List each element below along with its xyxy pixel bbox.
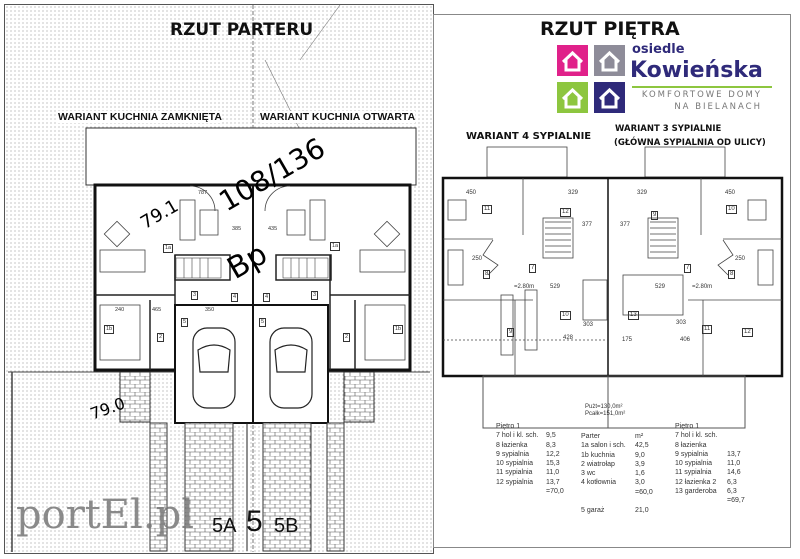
variant-3-bedrooms-note: (GŁÓWNA SYPIALNIA OD ULICY)	[614, 138, 766, 148]
paving	[262, 422, 312, 552]
logo-line2: Kowieńska	[630, 58, 763, 83]
osiedle-kowienska-logo: osiedle Kowieńska KOMFORTOWE DOMY NA BIE…	[557, 42, 772, 120]
unit-label-5: 5	[246, 505, 263, 538]
variant-closed-kitchen: WARIANT KUCHNIA ZAMKNIĘTA	[58, 111, 222, 123]
house-tiles-icon	[557, 45, 625, 113]
furniture	[99, 185, 406, 361]
paving	[326, 422, 345, 552]
paving	[343, 371, 375, 423]
ground-floor-title: RZUT PARTERU	[170, 20, 314, 40]
guide-line	[299, 4, 341, 61]
logo-tagline2: NA BIELANACH	[674, 102, 762, 112]
ground-floor-plan	[8, 4, 430, 552]
variant-3-bedrooms: WARIANT 3 SYPIALNIE	[615, 124, 722, 134]
stairs	[175, 257, 329, 279]
car-icon	[192, 327, 236, 409]
paving	[119, 371, 151, 423]
area-table-floor1-b: Piętro 1 7 hol i kl. sch. 8 łazienka 9 s…	[675, 423, 745, 505]
upper-floor-title: RZUT PIĘTRA	[540, 18, 680, 40]
logo-line1: osiedle	[632, 42, 685, 57]
paving	[184, 422, 234, 552]
usable-area: Pużt=130,0m²	[585, 404, 623, 410]
variant-4-bedrooms: WARIANT 4 SYPIALNIE	[466, 131, 592, 142]
variant-open-kitchen: WARIANT KUCHNIA OTWARTA	[260, 111, 416, 123]
area-summary: Pużt=130,0m² Pcałk=151,0m²	[585, 404, 625, 418]
logo-tagline1: KOMFORTOWE DOMY	[641, 90, 762, 100]
unit-label-5a: 5A	[212, 515, 237, 537]
car-icon	[269, 327, 313, 409]
upper-floor-plan	[441, 146, 784, 429]
logo-divider	[632, 86, 772, 88]
unit-label-5b: 5B	[274, 515, 299, 537]
total-area: Pcałk=151,0m²	[585, 411, 626, 417]
terrace	[85, 127, 417, 186]
portel-watermark: portEl.pl	[16, 492, 194, 538]
paving	[149, 422, 168, 552]
